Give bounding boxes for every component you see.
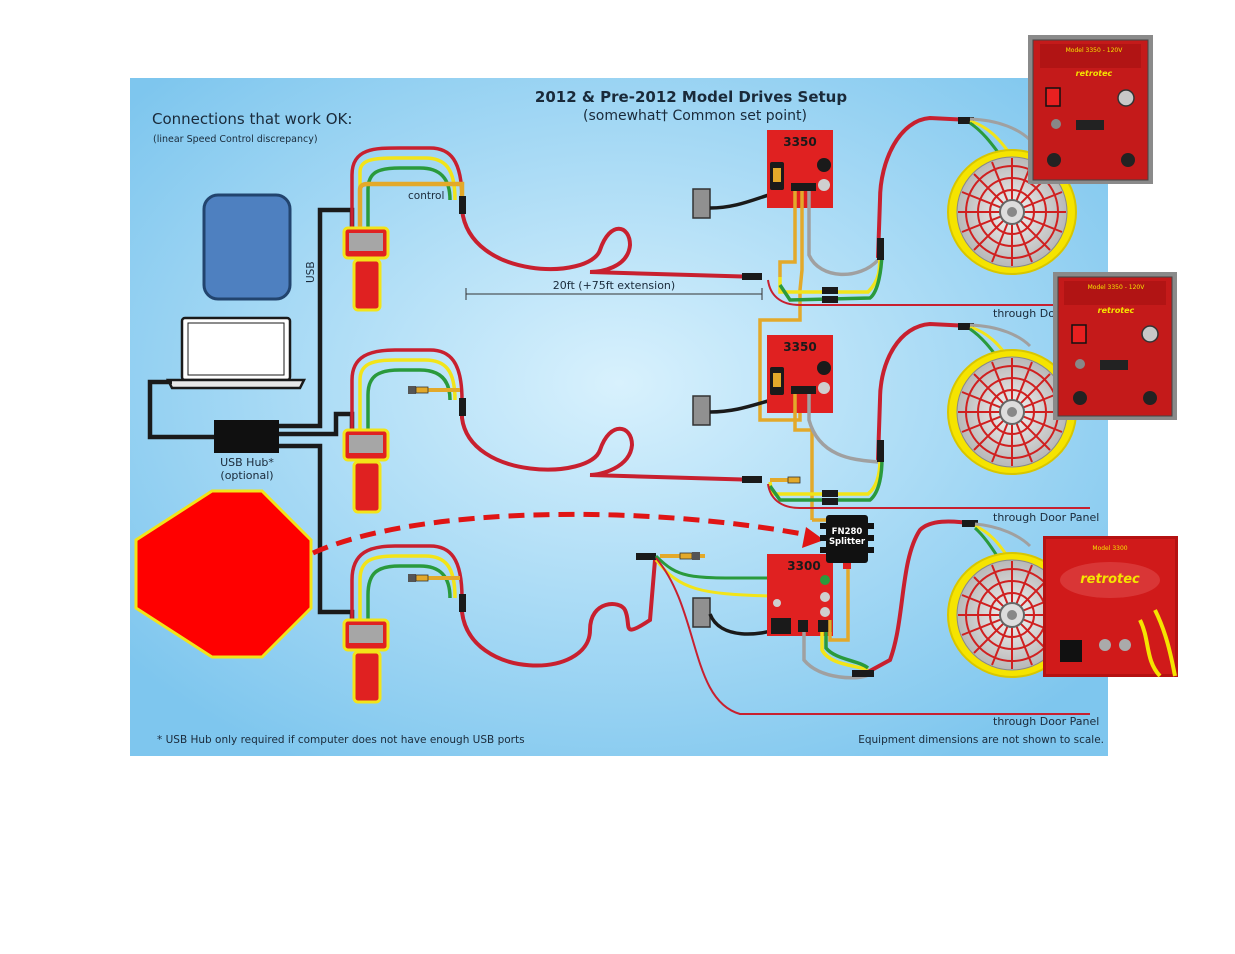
drive-3300-bottom: 3300 <box>767 554 833 636</box>
extension-label: 20ft (+75ft extension) <box>553 279 675 292</box>
diagram-subtitle: (somewhat† Common set point) <box>583 108 807 124</box>
dashed-arrow <box>311 511 809 556</box>
connections-heading: Connections that work OK: <box>152 110 352 128</box>
wall-outlet-1 <box>692 188 711 219</box>
usb-hub-label: USB Hub* <box>220 456 274 469</box>
through-door-label-1: through Door <box>993 307 1067 320</box>
drive-3350-top: 3350 <box>767 130 833 208</box>
svg-text:retrotec: retrotec <box>1076 69 1113 78</box>
svg-text:Splitter: Splitter <box>829 537 866 547</box>
svg-text:retrotec: retrotec <box>1098 306 1135 315</box>
svg-text:3350: 3350 <box>783 135 816 149</box>
through-door-label-2: through Door Panel <box>993 511 1099 524</box>
through-door-label-3: through Door Panel <box>993 715 1099 728</box>
diagram-panel <box>130 78 1108 756</box>
usb-hub-note: (optional) <box>220 469 273 482</box>
svg-text:Model 3350 - 120V: Model 3350 - 120V <box>1066 47 1124 54</box>
hose-connector-2 <box>408 386 460 394</box>
footnote-right: Equipment dimensions are not shown to sc… <box>858 734 1104 746</box>
laptop-icon <box>165 316 307 390</box>
wall-outlet-2 <box>692 395 711 426</box>
control-label: control <box>408 190 444 202</box>
diagram-title: 2012 & Pre-2012 Model Drives Setup <box>535 88 847 106</box>
wall-outlet-3 <box>692 597 711 628</box>
svg-text:3300: 3300 <box>787 559 820 573</box>
dashed-arrow-head <box>802 527 824 548</box>
svg-text:FN280: FN280 <box>832 527 863 537</box>
hose-connector-mid <box>770 476 801 484</box>
fn280-splitter: FN280 Splitter <box>820 515 874 569</box>
hose-connector-4 <box>660 552 705 560</box>
connections-heading-note: (linear Speed Control discrepancy) <box>153 134 318 145</box>
svg-text:3350: 3350 <box>783 340 816 354</box>
footnote-left: * USB Hub only required if computer does… <box>157 734 525 746</box>
svg-text:Model 3300: Model 3300 <box>1092 545 1127 552</box>
drive-photo-1: Model 3350 - 120V retrotec <box>1028 35 1153 184</box>
drive-photo-2: Model 3350 - 120V retrotec <box>1053 272 1177 420</box>
usb-hub-icon <box>214 420 279 453</box>
usb-label: USB <box>305 261 317 283</box>
tablet-icon <box>202 193 292 301</box>
stop-sign-icon <box>134 489 313 659</box>
svg-text:Model 3350 - 120V: Model 3350 - 120V <box>1088 284 1146 291</box>
drive-3350-middle: 3350 <box>767 335 833 413</box>
hose-connector-3 <box>408 574 460 582</box>
svg-text:retrotec: retrotec <box>1080 572 1140 587</box>
drive-photo-3: Model 3300 retrotec <box>1043 536 1178 678</box>
